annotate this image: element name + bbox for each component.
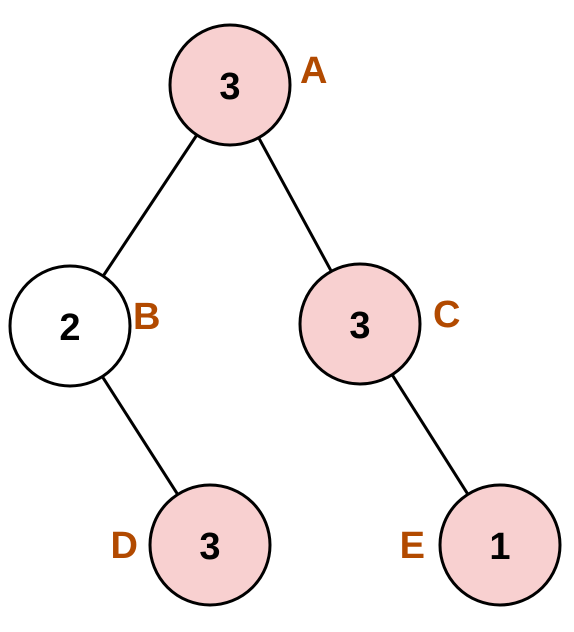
edge-a-c	[257, 136, 333, 273]
node-value-d: 3	[199, 526, 220, 568]
node-value-b: 2	[59, 307, 80, 349]
edge-c-e	[390, 373, 470, 496]
edge-b-d	[101, 375, 179, 496]
node-d: 3D	[111, 483, 272, 607]
node-label-b: B	[133, 296, 160, 338]
node-label-e: E	[400, 525, 425, 567]
node-label-c: C	[433, 294, 460, 336]
node-circle-e	[438, 483, 562, 607]
node-label-d: D	[111, 525, 138, 567]
edges-group	[101, 134, 470, 496]
node-value-e: 1	[489, 526, 510, 568]
node-e: 1E	[400, 483, 562, 607]
node-circle-a	[168, 23, 292, 147]
edge-a-b	[101, 134, 199, 277]
node-label-a: A	[300, 50, 327, 92]
node-value-a: 3	[219, 66, 240, 108]
node-circle-b	[8, 264, 132, 388]
node-value-c: 3	[349, 305, 370, 347]
node-circle-d	[148, 483, 272, 607]
node-circle-c	[298, 262, 422, 386]
